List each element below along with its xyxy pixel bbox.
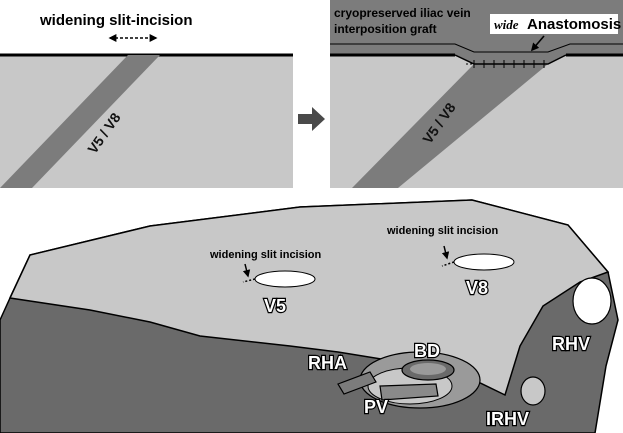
suture-ticks — [473, 60, 545, 68]
irhv-label: IRHV — [486, 409, 529, 429]
vein-branch-right — [352, 64, 548, 188]
bd-label: BD — [414, 341, 440, 361]
v8-arrow — [441, 245, 450, 260]
liver-top-surface — [8, 199, 610, 397]
anastomosis-arrow — [530, 35, 545, 52]
rhv-orifice — [572, 277, 612, 325]
v8-incision-label: widening slit incision — [386, 225, 499, 237]
irhv-orifice — [520, 376, 546, 406]
v8-slit-incision — [453, 253, 515, 271]
v8-label: V8 — [466, 278, 488, 298]
v5-arrow — [242, 263, 251, 278]
vein-branch — [0, 55, 160, 188]
graft-label-line1: cryopreserved iliac vein — [334, 6, 471, 20]
transition-arrow-icon — [298, 107, 325, 131]
panel-top-left: widening slit-incision V5 / V8 — [0, 12, 293, 188]
graft-outline — [330, 43, 623, 53]
panel-top-right: wide Anastomosis cryopreserved iliac vei… — [330, 0, 623, 188]
v5-slit-incision — [254, 270, 316, 288]
anastomosis-label: wide Anastomosis — [494, 16, 621, 33]
v5-incision-label: widening slit incision — [209, 249, 322, 261]
rha-label: RHA — [308, 353, 347, 373]
liver-illustration: widening slit incision V5 widening slit … — [0, 199, 619, 433]
pv-label: PV — [364, 397, 388, 417]
right-hepatic-artery-stump — [337, 371, 377, 395]
bile-duct-lumen — [410, 363, 446, 375]
graft-label-line2: interposition graft — [334, 22, 437, 36]
slit-incision-title: widening slit-incision — [39, 12, 193, 29]
v5-label: V5 — [264, 296, 286, 316]
portal-vein-stump — [379, 383, 439, 401]
rhv-label: RHV — [552, 334, 590, 354]
anastomosis-label-box — [490, 14, 618, 34]
